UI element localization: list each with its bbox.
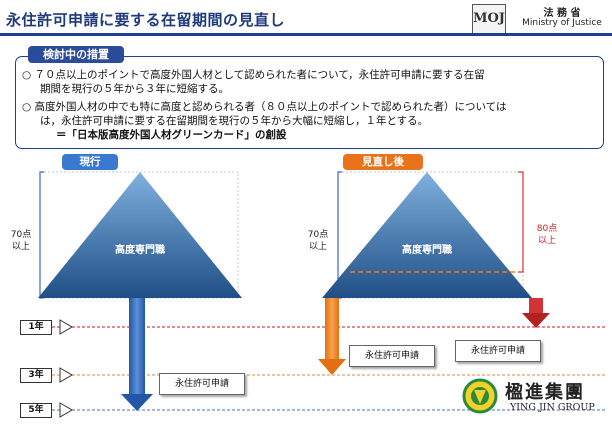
current-arrow-shaft: [129, 298, 145, 394]
revised-3yr-callout: 永住許可申請: [349, 345, 435, 367]
tab-revised: 見直し後: [343, 154, 423, 170]
measure-line-5: ＝「日本版高度外国人材グリーンカード」の創設: [56, 129, 287, 141]
brand-name-ja: 楹進集團: [505, 382, 585, 403]
revised-80-arrow-shaft: [529, 298, 543, 313]
current-callout: 永住許可申請: [159, 373, 245, 395]
year-3-pointer: [59, 367, 73, 383]
revised-score80-label: 80点 以上: [527, 223, 567, 247]
tab-current: 現行: [62, 154, 118, 170]
current-pyramid: [38, 172, 242, 298]
measures-label: 検討中の措置: [28, 46, 124, 63]
current-score-line-1: 70点: [10, 230, 32, 240]
revised-pyramid: [322, 172, 532, 298]
revised-70-arrow-shaft: [325, 298, 339, 359]
revised-score70-line-1: 70点: [307, 230, 329, 240]
revised-score80-line-2: 以上: [537, 236, 556, 246]
header-divider: [0, 33, 612, 36]
year-5-box: 5年: [20, 403, 52, 418]
measures-box: [15, 56, 604, 149]
measure-line-2: 期間を現行の５年から３年に短縮する。: [40, 83, 229, 95]
current-arrow-head: [121, 394, 153, 411]
year-1-box: 1年: [20, 320, 52, 335]
revised-score80-line-1: 80点: [536, 224, 558, 234]
brand-emblem: [462, 378, 498, 414]
revised-pyramid-label: 高度専門職: [402, 245, 452, 256]
revised-score70-label: 70点 以上: [302, 229, 334, 253]
current-score-label: 70点 以上: [5, 229, 37, 253]
revised-80-arrow-head: [522, 313, 550, 328]
revised-1yr-callout: 永住許可申請: [455, 340, 541, 362]
revised-bracket-80: [518, 171, 524, 273]
current-pyramid-label: 高度専門職: [115, 245, 165, 256]
year-5-pointer: [59, 402, 73, 418]
revised-70-arrow-head: [318, 359, 346, 375]
year-3-box: 3年: [20, 368, 52, 383]
current-score-line-2: 以上: [11, 242, 30, 252]
measure-line-3: ○ 高度外国人材の中でも特に高度と認められる者（８０点以上のポイントで認められた…: [22, 101, 507, 113]
page-title: 永住許可申請に要する在留期間の見直し: [6, 11, 286, 29]
ministry-name-ja: 法 務 省: [543, 8, 581, 19]
measure-line-4: は，永住許可申請に要する在留期間を現行の５年から大幅に短縮し，１年とする。: [40, 115, 429, 127]
year-1-pointer: [59, 319, 73, 335]
ministry-name-en: Ministry of Justice: [522, 18, 602, 28]
brand-name-en: YING JIN GROUP: [510, 402, 595, 413]
measure-line-1: ○ ７０点以上のポイントで高度外国人材として認められた者について，永住許可申請に…: [22, 69, 485, 81]
current-bracket: [39, 171, 44, 299]
revised-score70-line-2: 以上: [308, 242, 327, 252]
